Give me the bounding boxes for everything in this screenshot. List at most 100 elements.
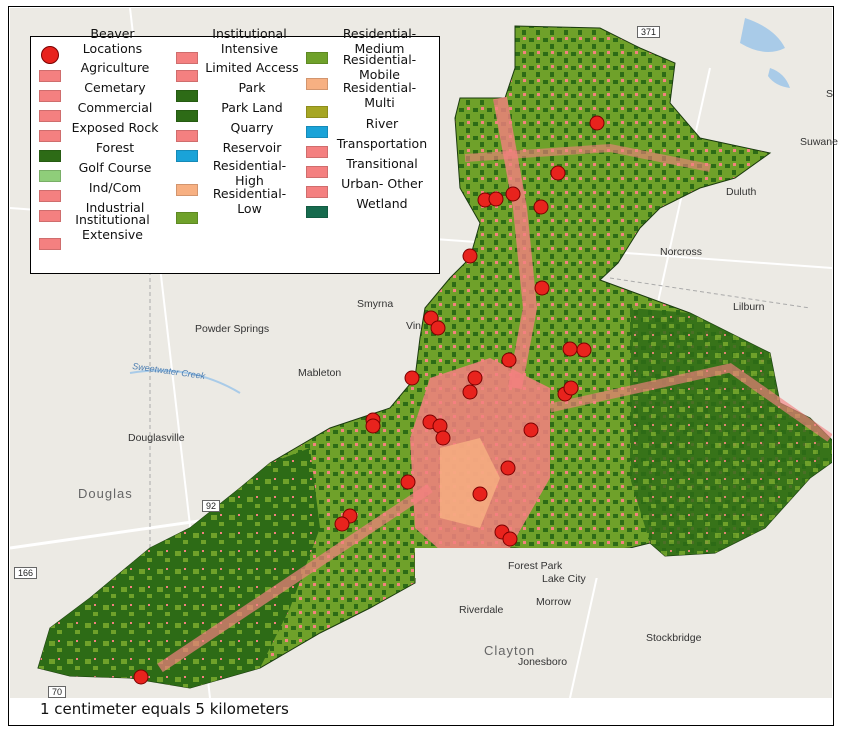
- legend-swatch: [176, 70, 198, 82]
- sweetwater-creek: [129, 369, 241, 394]
- beaver-location-marker: [550, 165, 566, 181]
- legend-label: Institutional Extensive: [75, 212, 150, 242]
- legend-swatch: [306, 186, 328, 198]
- place-douglas: Douglas: [78, 486, 133, 501]
- legend-swatch: [39, 170, 61, 182]
- beaver-location-marker: [430, 320, 446, 336]
- beaver-location-marker: [404, 370, 420, 386]
- beaver-location-marker: [365, 418, 381, 434]
- beaver-location-marker: [467, 370, 483, 386]
- legend-label: Industrial: [85, 199, 145, 215]
- beaver-location-marker: [534, 280, 550, 296]
- legend-swatch: [39, 150, 61, 162]
- legend-label: Urban- Other: [341, 175, 423, 191]
- beaver-location-marker: [576, 342, 592, 358]
- beaver-location-marker: [563, 380, 579, 396]
- legend-label: Residential- Multi: [342, 80, 417, 110]
- legend-label: Exposed Rock: [71, 119, 159, 135]
- urban-corridor: [549, 363, 832, 442]
- legend-label: Residential- High: [212, 158, 287, 188]
- county-boundary: [609, 277, 811, 309]
- legend-label: Park Land: [221, 99, 283, 115]
- beaver-location-marker: [500, 460, 516, 476]
- legend-label: Beaver Locations: [82, 26, 143, 56]
- beaver-location-marker: [505, 186, 521, 202]
- excluded-area: [415, 548, 645, 578]
- legend-label: Residential- Mobile: [342, 52, 417, 82]
- beaver-location-marker: [501, 352, 517, 368]
- place-douglasville: Douglasville: [128, 432, 185, 444]
- legend-label: River: [365, 115, 399, 131]
- legend-label: Transitional: [346, 155, 418, 171]
- place-clayton: Clayton: [484, 643, 536, 658]
- legend-swatch: [39, 190, 61, 202]
- legend-label: Transportation: [336, 135, 428, 151]
- legend-swatch: [306, 166, 328, 178]
- legend-swatch: [306, 146, 328, 158]
- legend-label: Quarry: [230, 119, 274, 135]
- place-s: S: [826, 88, 834, 100]
- legend-swatch: [306, 106, 328, 118]
- forest-zone: [630, 308, 832, 556]
- legend-label: Reservoir: [222, 139, 282, 155]
- place-lilburn: Lilburn: [733, 301, 765, 313]
- legend-label: Golf Course: [78, 159, 152, 175]
- beaver-location-marker: [562, 341, 578, 357]
- place-lake-city: Lake City: [542, 573, 586, 585]
- legend-label: Residential- Medium: [342, 26, 417, 56]
- place-norcross: Norcross: [660, 246, 703, 258]
- place-smyrna: Smyrna: [357, 298, 394, 310]
- water-body: [740, 18, 785, 52]
- route-shield-92: 92: [202, 500, 221, 512]
- legend-swatch: [176, 52, 198, 64]
- legend-swatch: [176, 110, 198, 122]
- place-morrow: Morrow: [536, 596, 572, 608]
- beaver-location-marker: [533, 199, 549, 215]
- beaver-location-marker: [334, 516, 350, 532]
- scale-text: 1 centimeter equals 5 kilometers: [40, 700, 289, 718]
- legend-label: Park: [238, 79, 266, 95]
- legend-label: Ind/Com: [88, 179, 142, 195]
- legend-label: Commercial: [77, 99, 153, 115]
- legend-swatch: [306, 126, 328, 138]
- route-shield-371: 371: [637, 26, 661, 38]
- beaver-location-marker: [523, 422, 539, 438]
- map-frame: [8, 6, 834, 726]
- urban-corridor: [157, 483, 433, 673]
- beaver-location-marker: [133, 669, 149, 685]
- beaver-location-marker: [488, 191, 504, 207]
- legend-swatch: [176, 184, 198, 196]
- legend-swatch: [39, 70, 61, 82]
- legend-swatch: [176, 130, 198, 142]
- legend-label: Agriculture: [80, 59, 150, 75]
- beaver-location-marker: [502, 531, 518, 547]
- place-powder-springs: Powder Springs: [195, 323, 270, 335]
- route-shield-70: 70: [48, 686, 67, 698]
- place-mableton: Mableton: [298, 367, 342, 379]
- route-shield-166: 166: [14, 567, 38, 579]
- legend-label: Limited Access: [205, 59, 299, 75]
- place-riverdale: Riverdale: [459, 604, 504, 616]
- place-suwanee: Suwane: [800, 136, 838, 148]
- legend-swatch: [39, 130, 61, 142]
- beaver-locations: [133, 115, 605, 685]
- place-duluth: Duluth: [726, 186, 757, 198]
- water-body: [768, 68, 790, 88]
- legend-swatch: [306, 78, 328, 90]
- beaver-location-symbol: [41, 46, 59, 64]
- legend-label: Wetland: [356, 195, 408, 211]
- residential-high-zone: [440, 438, 500, 528]
- beaver-location-marker: [589, 115, 605, 131]
- beaver-location-marker: [472, 486, 488, 502]
- legend-swatch: [176, 212, 198, 224]
- legend-swatch: [39, 238, 61, 250]
- beaver-location-marker: [435, 430, 451, 446]
- place-forest-park: Forest Park: [508, 560, 563, 572]
- place-jonesboro: Jonesboro: [518, 656, 568, 668]
- beaver-location-marker: [400, 474, 416, 490]
- legend-swatch: [39, 90, 61, 102]
- legend-swatch: [306, 206, 328, 218]
- legend-label: Cemetary: [84, 79, 146, 95]
- beaver-location-marker: [462, 248, 478, 264]
